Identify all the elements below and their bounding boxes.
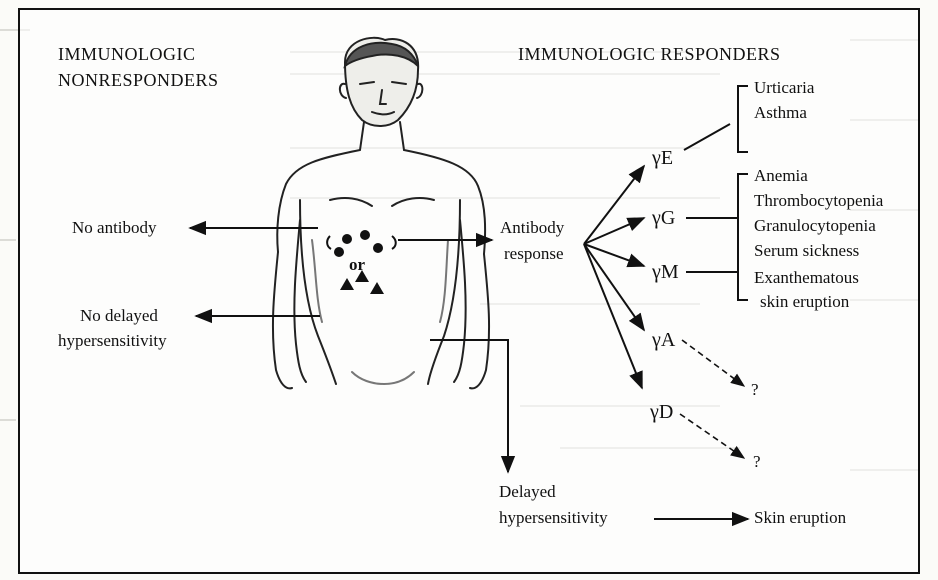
delayed-hypersensitivity-line2: hypersensitivity bbox=[499, 508, 608, 528]
no-delayed-label-line1: No delayed bbox=[80, 306, 158, 326]
reaction-exanthematous: Exanthematous bbox=[754, 268, 859, 288]
antibody-response-line2: response bbox=[504, 244, 563, 264]
iga-unknown-reaction: ? bbox=[751, 380, 759, 400]
delayed-hypersensitivity-line1: Delayed bbox=[499, 482, 556, 502]
nonresponders-heading-line1: IMMUNOLOGIC bbox=[58, 44, 196, 64]
reaction-anemia: Anemia bbox=[754, 166, 808, 186]
no-delayed-label-line2: hypersensitivity bbox=[58, 331, 167, 351]
igm-label: γM bbox=[652, 262, 679, 282]
human-figure-illustration bbox=[273, 38, 489, 389]
delayed-outcome-skin-eruption: Skin eruption bbox=[754, 508, 846, 528]
antibody-response-line1: Antibody bbox=[500, 218, 564, 238]
reaction-asthma: Asthma bbox=[754, 103, 807, 123]
igg-label: γG bbox=[652, 208, 675, 228]
reaction-thrombocytopenia: Thrombocytopenia bbox=[754, 191, 883, 211]
igd-unknown-reaction: ? bbox=[753, 452, 761, 472]
reaction-urticaria: Urticaria bbox=[754, 78, 814, 98]
responders-heading: IMMUNOLOGIC RESPONDERS bbox=[518, 44, 781, 64]
reaction-granulocytopenia: Granulocytopenia bbox=[754, 216, 876, 236]
igd-label: γD bbox=[650, 402, 673, 422]
reaction-skin-eruption-exanthem: skin eruption bbox=[760, 292, 849, 312]
no-antibody-label: No antibody bbox=[72, 218, 157, 238]
ige-label: γE bbox=[652, 148, 673, 168]
antigen-or-label: or bbox=[349, 255, 365, 275]
nonresponders-heading-line2: NONRESPONDERS bbox=[58, 70, 219, 90]
iga-label: γA bbox=[652, 330, 675, 350]
reaction-serum-sickness: Serum sickness bbox=[754, 241, 859, 261]
